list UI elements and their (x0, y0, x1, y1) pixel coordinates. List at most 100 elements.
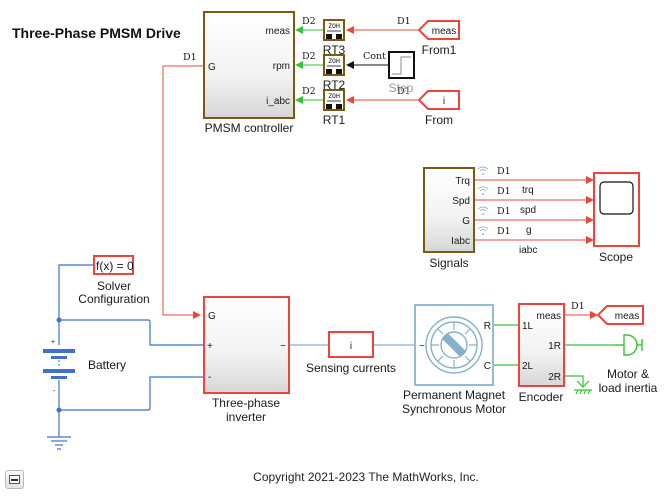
gate-rate-label: D1 (183, 52, 197, 63)
inertia-icon (623, 334, 638, 356)
solver-label-line2: Configuration (78, 292, 149, 306)
three-phase-inverter-block[interactable]: G + - ~ (203, 296, 290, 394)
signals-block[interactable]: Trq Spd G Iabc (423, 167, 475, 253)
battery-block[interactable]: + - (43, 339, 75, 395)
pmsm-controller-label: PMSM controller (205, 121, 294, 135)
pmsm-controller-block[interactable]: G meas rpm i_abc (203, 11, 295, 119)
port-iabc-label: Iabc (451, 236, 470, 247)
step-block[interactable] (388, 51, 415, 79)
gate-signal-line[interactable] (162, 65, 204, 319)
solver-equation: f(x) = 0 (96, 259, 134, 273)
encoder-label: Encoder (519, 390, 564, 404)
inertia-block[interactable] (614, 334, 643, 356)
zoh-icon: ZOH (328, 22, 340, 30)
wireless-icon (477, 206, 489, 215)
port-meas-label: meas (266, 26, 290, 37)
scope-screen-icon (599, 181, 634, 215)
port-g-label: G (462, 216, 470, 227)
port-trq-label: Trq (455, 176, 470, 187)
step-rate-label: Cont (363, 51, 386, 62)
rt3-label: RT3 (323, 43, 346, 57)
port-ac-label: ~ (280, 341, 286, 352)
from-rate-label: D1 (397, 86, 411, 97)
port-g-label: G (208, 62, 216, 73)
step-label: Step (389, 81, 414, 95)
port-rpm-label: rpm (273, 61, 290, 72)
wireless-icon (477, 186, 489, 195)
zoh-icon: ZOH (328, 57, 340, 65)
motor-label-line1: Permanent Magnet (403, 388, 506, 402)
junction-dot (56, 407, 62, 413)
copyright-text: Copyright 2021-2023 The MathWorks, Inc. (253, 470, 479, 484)
sensing-tag: i (350, 341, 352, 352)
inertia-label-line1: Motor & (607, 367, 649, 381)
scope-label: Scope (599, 250, 633, 264)
junction-dot (56, 317, 62, 323)
port-2l-label: 2L (522, 361, 534, 372)
sensing-currents-block[interactable]: i (328, 331, 374, 358)
sensing-currents-label: Sensing currents (306, 361, 396, 375)
wireless-icons (477, 166, 489, 235)
from-tag: i (443, 96, 445, 107)
rt1-block[interactable]: ZOH (323, 89, 345, 111)
from1-tag: meas (432, 26, 456, 37)
battery-plus-label: + (51, 339, 55, 346)
battery-label: Battery (88, 358, 126, 372)
inverter-label-line2: inverter (226, 410, 266, 424)
scope-block[interactable] (593, 172, 640, 247)
mechanical-ground-icon (574, 380, 592, 395)
motor-label-line2: Synchronous Motor (402, 402, 506, 416)
rt3-block[interactable]: ZOH (323, 19, 345, 41)
inertia-label-line2: load inertia (599, 381, 658, 395)
iabc-rate-label: D1 (497, 226, 511, 237)
port-plus-label: + (207, 341, 213, 352)
wireless-icon (477, 226, 489, 235)
iabc-rate-label: D2 (302, 86, 316, 97)
port-c-label: C (484, 361, 491, 372)
pmsm-motor-block[interactable]: ~ R C (414, 304, 494, 386)
signals-label: Signals (429, 256, 468, 270)
goto-meas-tag: meas (615, 311, 639, 322)
port-1r-label: 1R (548, 341, 561, 352)
zoh-icon: ZOH (328, 92, 340, 100)
spd-signal-name: spd (520, 205, 536, 216)
rt2-label: RT2 (323, 78, 346, 92)
port-spd-label: Spd (452, 196, 470, 207)
model-title: Three-Phase PMSM Drive (12, 25, 181, 41)
port-2r-label: 2R (548, 372, 561, 383)
encoder-block[interactable]: meas 1L 1R 2L 2R (518, 303, 565, 387)
from-block[interactable]: i (417, 90, 460, 110)
spd-rate-label: D1 (497, 186, 511, 197)
port-minus-label: - (208, 372, 211, 383)
port-iabc-label: i_abc (266, 96, 290, 107)
wireless-icon (477, 166, 489, 175)
port-1l-label: 1L (522, 321, 534, 332)
g-signal-name: g (526, 225, 532, 236)
motor-icon (425, 316, 483, 374)
collapse-toggle-button[interactable] (5, 470, 24, 489)
from-label: From (425, 113, 453, 127)
trq-rate-label: D1 (497, 166, 511, 177)
trq-signal-name: trq (522, 185, 534, 196)
port-meas-label: meas (537, 311, 561, 322)
goto-meas-block[interactable]: meas (596, 305, 644, 325)
g-rate-label: D1 (497, 206, 511, 217)
minus-icon (9, 475, 20, 484)
electrical-network[interactable] (58, 264, 204, 437)
meas-rate-label: D2 (302, 16, 316, 27)
from1-label: From1 (422, 43, 457, 57)
rt2-block[interactable]: ZOH (323, 54, 345, 76)
solver-configuration-block[interactable]: f(x) = 0 (93, 255, 134, 275)
from1-block[interactable]: meas (417, 20, 460, 40)
solver-label-line1: Solver (97, 279, 131, 293)
step-icon (392, 56, 411, 75)
battery-minus-label: - (53, 388, 56, 395)
rt1-label: RT1 (323, 113, 346, 127)
port-g-label: G (208, 311, 216, 322)
iabc-signal-name: iabc (519, 245, 537, 256)
encoder-ground-line[interactable] (565, 375, 584, 387)
electrical-ground-icon (47, 436, 71, 450)
port-electrical-label: ~ (419, 341, 425, 352)
port-r-label: R (484, 321, 491, 332)
encoder-meas-rate-label: D1 (571, 301, 585, 312)
